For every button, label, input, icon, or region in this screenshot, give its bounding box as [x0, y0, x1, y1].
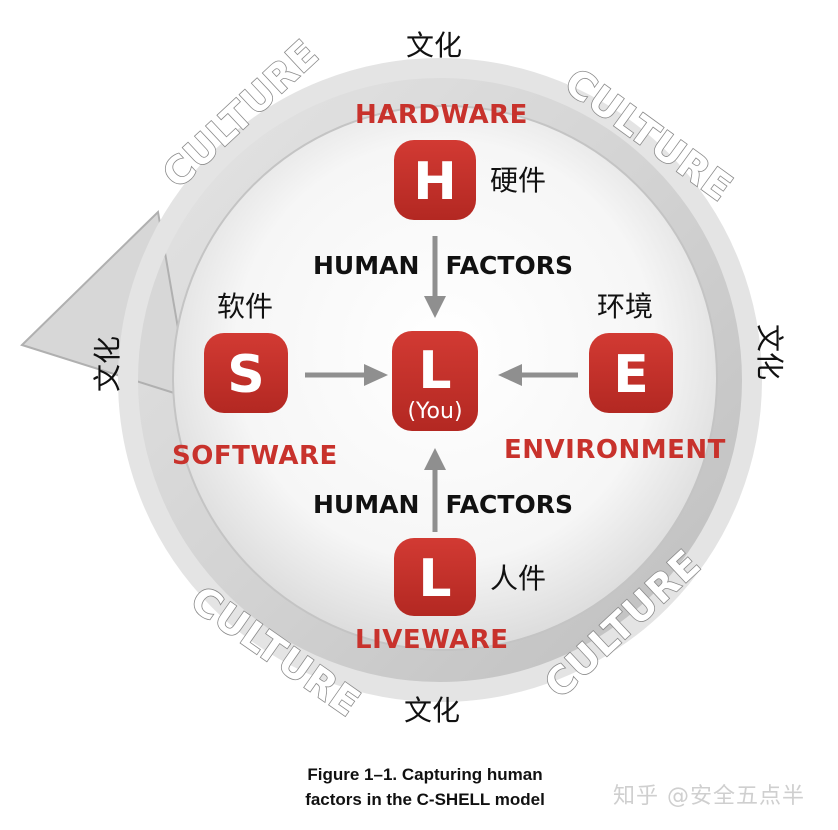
caption-line-1: Figure 1–1. Capturing human: [307, 765, 543, 784]
culture-cn-bottom: 文化: [404, 694, 460, 727]
software-box: S: [204, 333, 288, 413]
environment-label: ENVIRONMENT: [504, 435, 726, 465]
culture-cn-top: 文化: [406, 29, 462, 62]
environment-cn: 环境: [597, 290, 653, 323]
hardware-cn: 硬件: [490, 164, 546, 197]
center-letter: L: [418, 341, 451, 401]
culture-cn-left: 文化: [91, 336, 124, 392]
culture-cn-right: 文化: [753, 324, 786, 380]
human-factors-top: HUMAN FACTORS: [313, 251, 573, 280]
software-label: SOFTWARE: [172, 441, 338, 471]
caption-line-2: factors in the C-SHELL model: [305, 790, 545, 809]
watermark: 知乎 @安全五点半: [613, 784, 805, 809]
liveware-cn: 人件: [490, 562, 546, 595]
center-box: L (You): [392, 331, 478, 431]
liveware-letter: L: [418, 549, 451, 609]
software-cn: 软件: [217, 290, 273, 323]
environment-letter: E: [613, 345, 649, 405]
hardware-label: HARDWARE: [355, 100, 528, 130]
hardware-box: H: [394, 140, 476, 220]
human-factors-bottom: HUMAN FACTORS: [313, 490, 573, 519]
figure-caption: Figure 1–1. Capturing human factors in t…: [300, 762, 550, 812]
liveware-box: L: [394, 538, 476, 616]
center-you-label: (You): [407, 399, 462, 424]
environment-box: E: [589, 333, 673, 413]
hardware-letter: H: [413, 152, 457, 212]
software-letter: S: [227, 345, 264, 405]
liveware-label: LIVEWARE: [355, 625, 509, 655]
